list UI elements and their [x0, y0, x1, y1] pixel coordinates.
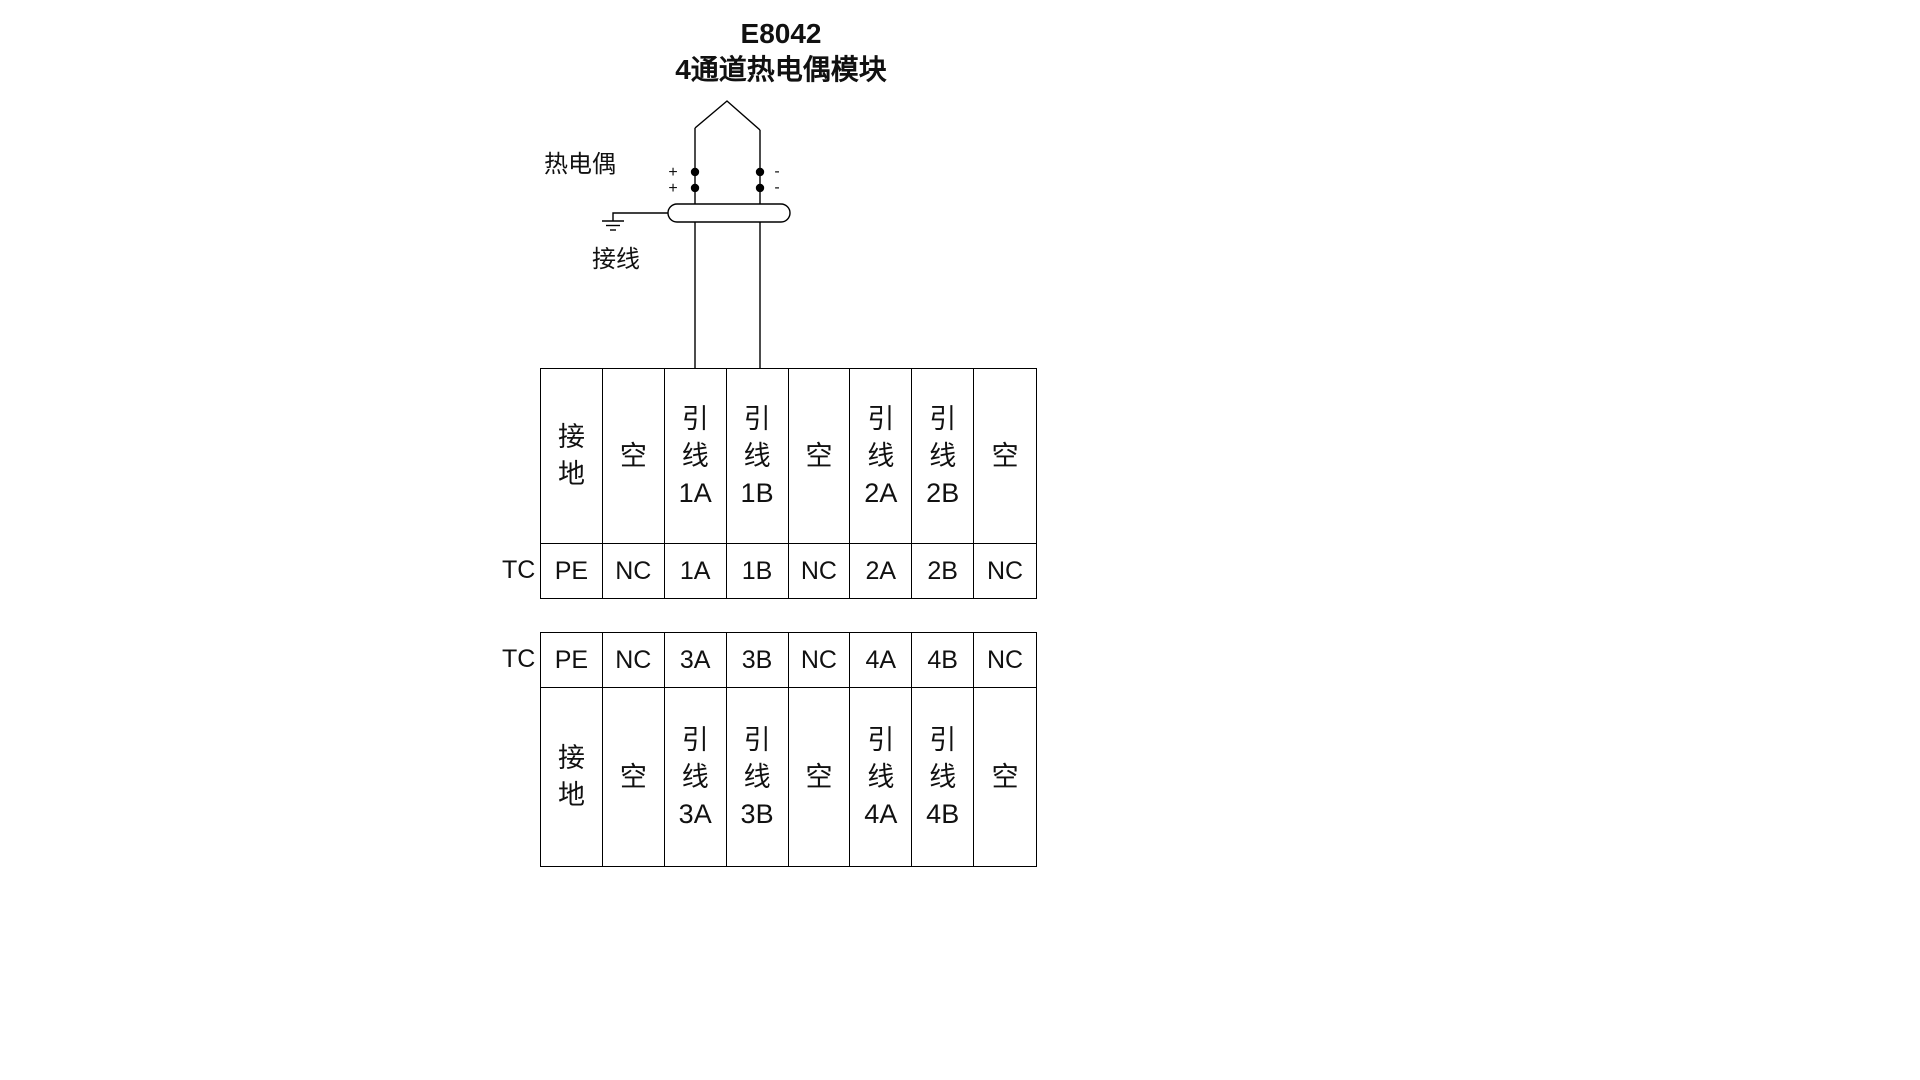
terminal-desc-line: 引 [867, 403, 895, 434]
junction-dot [690, 183, 700, 193]
terminal-desc-cell: 引线 3B [727, 688, 789, 866]
terminal-desc-line: 线 [867, 440, 895, 471]
terminal-pin-cell: NC [789, 544, 851, 598]
terminal-desc-line: 空 [991, 440, 1019, 471]
terminal-pin-cell: 4A [850, 633, 913, 688]
terminal-desc-cell: 空 [974, 688, 1036, 866]
terminal-desc-line: 线 [681, 440, 709, 471]
terminal-pin-cell: 3B [726, 633, 789, 688]
terminal-desc-line: 引 [929, 724, 957, 755]
tc-label-bottom: TC [502, 645, 536, 673]
terminal-desc-line: 空 [991, 761, 1019, 792]
terminal-desc-line: 空 [619, 440, 647, 471]
terminal-desc-line: 线 [929, 440, 957, 471]
terminal-desc-cell: 引线 4A [850, 688, 913, 866]
terminal-desc-line: 线 [743, 761, 771, 792]
terminal-desc-cell: 接地 [541, 688, 603, 866]
terminal-desc-cell: 空 [789, 688, 851, 866]
terminal-desc-cell: 引线 1A [664, 369, 727, 544]
polarity-marks: + + - - [668, 163, 779, 197]
module-subtitle: 4通道热电偶模块 [675, 54, 887, 85]
terminal-desc-line: 空 [805, 761, 833, 792]
terminal-desc-line: 2A [864, 477, 898, 508]
terminal-desc-line: 3B [740, 798, 774, 829]
thermocouple-body [667, 203, 791, 223]
terminal-pin-cell: 3A [664, 633, 727, 688]
terminal-desc-line: 引 [681, 724, 709, 755]
junction-dot [755, 183, 765, 193]
terminal-pin-cell: NC [974, 633, 1036, 688]
terminal-desc-line: 3A [678, 798, 712, 829]
tc-label-top: TC [502, 556, 536, 584]
terminal-pin-cell: 1B [727, 544, 789, 598]
terminal-pin-cell: NC [788, 633, 851, 688]
terminal-desc-line: 引 [743, 724, 771, 755]
terminal-desc-line: 线 [743, 440, 771, 471]
terminal-desc-cell: 引线 1B [726, 369, 789, 544]
terminal-desc-line: 空 [805, 440, 833, 471]
thermocouple-label: 热电偶 [544, 151, 616, 178]
terminal-desc-cell: 空 [603, 688, 665, 866]
ground-lead [612, 212, 668, 221]
terminal-desc-line: 引 [743, 403, 771, 434]
terminal-desc-cell: 引线 2A [850, 369, 913, 544]
terminal-desc-cell: 空 [602, 369, 665, 544]
terminal-desc-cell: 接地 [541, 369, 603, 544]
plus-mark-top: + [668, 164, 677, 181]
terminal-desc-line: 引 [929, 403, 957, 434]
terminal-desc-cell: 空 [974, 369, 1036, 544]
terminal-pin-cell: NC [987, 556, 1024, 585]
terminal-desc-line: 接 [557, 422, 585, 452]
terminal-desc-line: 1A [678, 477, 712, 508]
terminal-desc-line: 1B [740, 477, 774, 508]
terminal-desc-line: 接 [557, 743, 585, 773]
terminal-desc-line: 线 [929, 761, 957, 792]
terminal-desc-line: 引 [681, 403, 709, 434]
terminal-desc-line: 2B [926, 477, 960, 508]
terminal-pin-cell: 1A [665, 544, 727, 598]
terminal-pin-cell: NC [603, 544, 665, 598]
terminal-desc-cell: 空 [788, 369, 851, 544]
terminal-desc-line: 4A [864, 798, 898, 829]
plus-mark-bottom: + [668, 180, 677, 197]
junction-dot [690, 167, 700, 177]
terminal-pin-cell: 2A [850, 544, 913, 598]
junction-dot [755, 167, 765, 177]
terminal-desc-line: 引 [867, 724, 895, 755]
thermocouple-tip [694, 100, 761, 131]
terminal-pin-cell: 4B [912, 633, 975, 688]
ground-wire-label: 接线 [592, 246, 640, 273]
terminal-desc-line: 地 [557, 780, 585, 810]
terminal-pin-cell: PE [541, 544, 603, 598]
junction-dots [690, 167, 765, 193]
terminal-pin-cell: PE [541, 633, 603, 688]
terminal-desc-line: 线 [681, 761, 709, 792]
terminal-desc-line: 空 [619, 761, 647, 792]
terminal-desc-line: 线 [867, 761, 895, 792]
terminal-desc-cell: 引线 4B [912, 688, 975, 866]
terminal-desc-line: 地 [557, 459, 585, 489]
terminal-pin-cell: NC [602, 633, 665, 688]
module-model: E8042 [740, 18, 822, 49]
diagram-title: E8042 4通道热电偶模块 [541, 16, 1021, 88]
terminal-desc-line: 4B [926, 798, 960, 829]
minus-mark-bottom: - [774, 179, 779, 196]
terminal-desc-cell: 引线 2B [912, 369, 975, 544]
terminal-desc-cell: 引线 3A [665, 688, 727, 866]
terminal-pin-cell: 2B [912, 544, 975, 598]
minus-mark-top: - [774, 163, 779, 180]
ground-symbol [602, 212, 668, 231]
